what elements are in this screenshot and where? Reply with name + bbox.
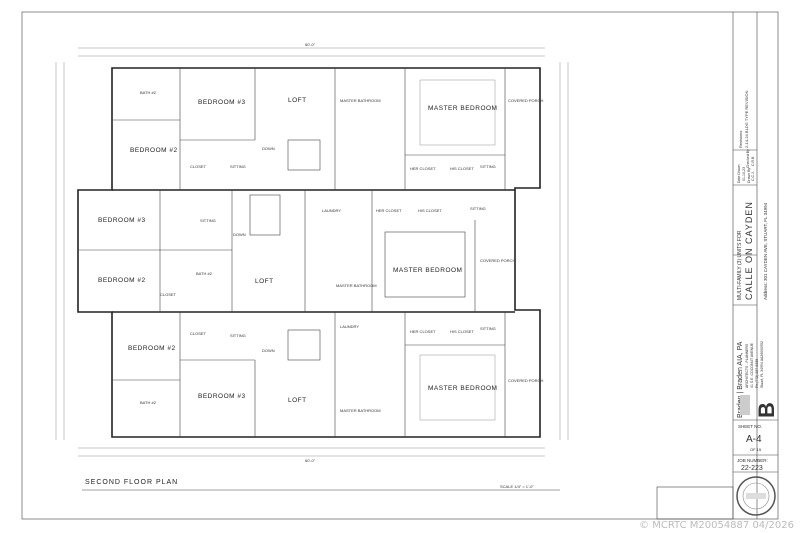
firm-subtitle: ARCHITECTS - PLANNERS: [745, 343, 749, 388]
firm-address: 41 S.E. COCONUT AVENUE: [750, 342, 754, 388]
unit-top: BEDROOM #3 BEDROOM #2 BATH #2 CLOSET SIT…: [130, 90, 543, 171]
project-address: Address: 301 CAYDEN AVE, STUART, FL 3499…: [763, 202, 768, 300]
room-label: COVERED PORCH: [508, 98, 543, 103]
room-label: COVERED PORCH: [480, 258, 515, 263]
sheet-border: [21, 11, 779, 520]
room-label: HIS CLOSET: [418, 208, 442, 213]
room-label: COVERED PORCH: [508, 378, 543, 383]
building-walls: [77, 67, 541, 438]
revisions-label: Revisions: [738, 131, 743, 148]
room-label: MASTER BEDROOM: [428, 385, 497, 392]
overall-dimension-top: 60'-0": [305, 42, 316, 47]
architect-seal: [736, 476, 776, 516]
room-label: BATH #2: [196, 271, 213, 276]
firm-phone: Ph (772) 287-6335: [755, 359, 759, 388]
room-label: MASTER BATHROOM: [340, 408, 381, 413]
room-label: BEDROOM #3: [198, 99, 246, 106]
sheet-number: A-4: [746, 434, 762, 445]
room-label: BEDROOM #2: [128, 345, 176, 352]
room-label: DOWN: [262, 146, 275, 151]
room-label: DOWN: [233, 232, 246, 237]
room-label: BATH #2: [140, 90, 157, 95]
room-label: BEDROOM #3: [198, 393, 246, 400]
room-label: CLOSET: [190, 164, 207, 169]
room-label: MASTER BEDROOM: [393, 267, 462, 274]
revision-entry: 2-14-24 BLDG TYPE REVISION: [744, 90, 749, 148]
unit-middle: BEDROOM #3 BEDROOM #2 SITTING BATH #2 CL…: [98, 206, 515, 297]
room-label: DOWN: [262, 348, 275, 353]
room-label: HIS CLOSET: [450, 329, 474, 334]
room-label: HIS CLOSET: [450, 166, 474, 171]
firm-city: Stuart, FL 34994 AA26000952: [760, 341, 764, 388]
room-label: LAUNDRY: [340, 324, 359, 329]
firm-logo-block: [740, 395, 750, 415]
room-label: SITTING: [480, 326, 496, 331]
room-label: MASTER BATHROOM: [336, 283, 377, 288]
sheet-of: OF 15: [750, 447, 762, 452]
room-label: BATH #2: [140, 400, 157, 405]
date-drawn: 01-10-23: [742, 167, 746, 181]
firm-name: Braden | Braden AIA, PA: [737, 341, 744, 418]
room-label: CLOSET: [190, 331, 207, 336]
room-label: BEDROOM #2: [130, 147, 178, 154]
date-drawn-label: Date Drawn: [737, 164, 741, 183]
room-label: HER CLOSET: [410, 329, 436, 334]
watermark: © MCRTC M20054887 04/2026: [639, 520, 794, 531]
room-label: LOFT: [255, 278, 274, 285]
room-label: MASTER BEDROOM: [428, 105, 497, 112]
title-block: Revisions 2-14-24 BLDG TYPE REVISION Dat…: [733, 90, 779, 516]
room-label: SITTING: [480, 164, 496, 169]
room-label: HER CLOSET: [410, 166, 436, 171]
checked-by-label: Checked By: [746, 149, 750, 168]
room-label: LOFT: [288, 397, 307, 404]
unit-bottom: BEDROOM #2 BEDROOM #3 BATH #2 CLOSET SIT…: [128, 324, 543, 413]
sheet-no-label: SHEET NO.: [738, 424, 762, 429]
room-label: MASTER BATHROOM: [340, 98, 381, 103]
checked-by: C.R.B.: [751, 156, 755, 166]
project-name: CALLE ON CAYDEN: [744, 201, 754, 300]
dimension-lines: 60'-0" 60'-0": [55, 42, 569, 463]
job-number-label: JOB NUMBER:: [737, 458, 768, 463]
drawn-by: C.C.J.: [751, 171, 755, 181]
room-label: SITTING: [470, 206, 486, 211]
room-label: SITTING: [230, 164, 246, 169]
room-label: LOFT: [288, 97, 307, 104]
firm-logo-letter: B: [754, 402, 779, 418]
overall-dimension-bottom: 60'-0": [305, 458, 316, 463]
room-label: LAUNDRY: [322, 208, 341, 213]
room-label: HER CLOSET: [376, 208, 402, 213]
room-label: CLOSET: [160, 292, 177, 297]
drawn-by-label: Drawn By: [747, 168, 751, 183]
room-label: BEDROOM #2: [98, 277, 146, 284]
project-line: MULTI-FAMILY (3) UNITS FOR: [737, 230, 743, 300]
drawing-title: SECOND FLOOR PLAN: [85, 479, 178, 486]
room-label: BEDROOM #3: [98, 217, 146, 224]
room-label: SITTING: [230, 333, 246, 338]
room-label: SITTING: [200, 218, 216, 223]
drawing-scale: SCALE 1/4" = 1'-0": [500, 484, 534, 489]
seal-box: [656, 486, 734, 520]
job-number: 22-223: [741, 465, 763, 472]
